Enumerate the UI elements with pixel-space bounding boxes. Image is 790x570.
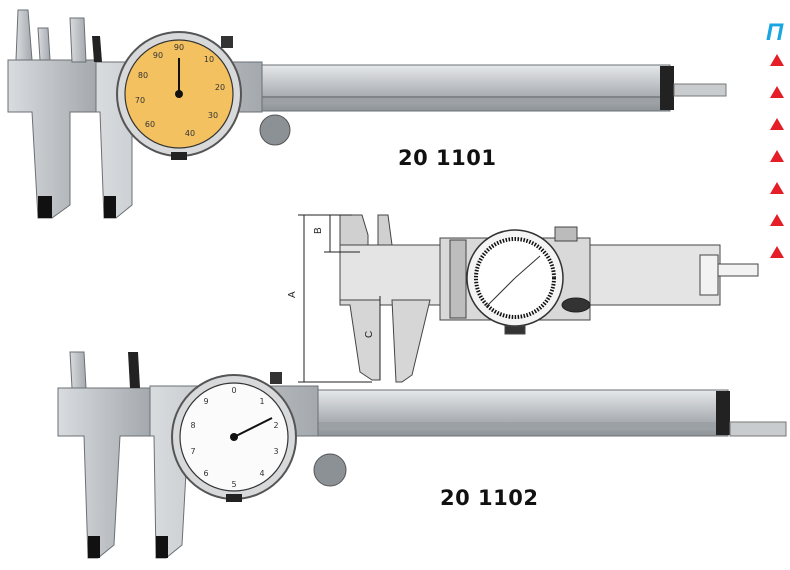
svg-text:2: 2: [273, 421, 278, 430]
dimension-label-b: B: [313, 227, 324, 234]
dimension-label-c: C: [364, 331, 375, 338]
dimension-diagram: [298, 214, 759, 383]
svg-text:90: 90: [174, 43, 184, 52]
bullet-triangle-icon: [770, 86, 784, 98]
svg-text:5: 5: [231, 480, 236, 489]
svg-text:9: 9: [203, 397, 208, 406]
bullet-triangle-icon: [770, 214, 784, 226]
svg-text:1: 1: [259, 397, 264, 406]
svg-text:20: 20: [215, 83, 225, 92]
svg-text:0: 0: [231, 386, 236, 395]
caliper-white-dial: 0 1 2 3 4 5 6 7 8 9: [57, 351, 787, 559]
svg-text:30: 30: [208, 111, 218, 120]
svg-text:80: 80: [138, 71, 148, 80]
model-number-2: 20 1102: [440, 486, 539, 510]
svg-text:3: 3: [273, 447, 278, 456]
svg-text:40: 40: [185, 129, 195, 138]
svg-text:7: 7: [190, 447, 195, 456]
svg-text:60: 60: [145, 120, 155, 129]
bullet-triangle-icon: [770, 182, 784, 194]
feature-bullet-list: [770, 54, 790, 278]
bullet-triangle-icon: [770, 54, 784, 66]
svg-text:90: 90: [153, 51, 163, 60]
bullet-triangle-icon: [770, 246, 784, 258]
bullet-triangle-icon: [770, 150, 784, 162]
bullet-triangle-icon: [770, 118, 784, 130]
svg-text:4: 4: [259, 469, 264, 478]
svg-text:6: 6: [203, 469, 208, 478]
svg-text:8: 8: [190, 421, 195, 430]
svg-text:70: 70: [135, 96, 145, 105]
dimension-label-a: A: [287, 291, 298, 298]
section-heading: П: [766, 19, 784, 46]
caliper-yellow-dial: 90 10 20 30 40 60 70 80 90: [7, 9, 727, 219]
svg-text:10: 10: [204, 55, 214, 64]
model-number-1: 20 1101: [398, 146, 497, 170]
